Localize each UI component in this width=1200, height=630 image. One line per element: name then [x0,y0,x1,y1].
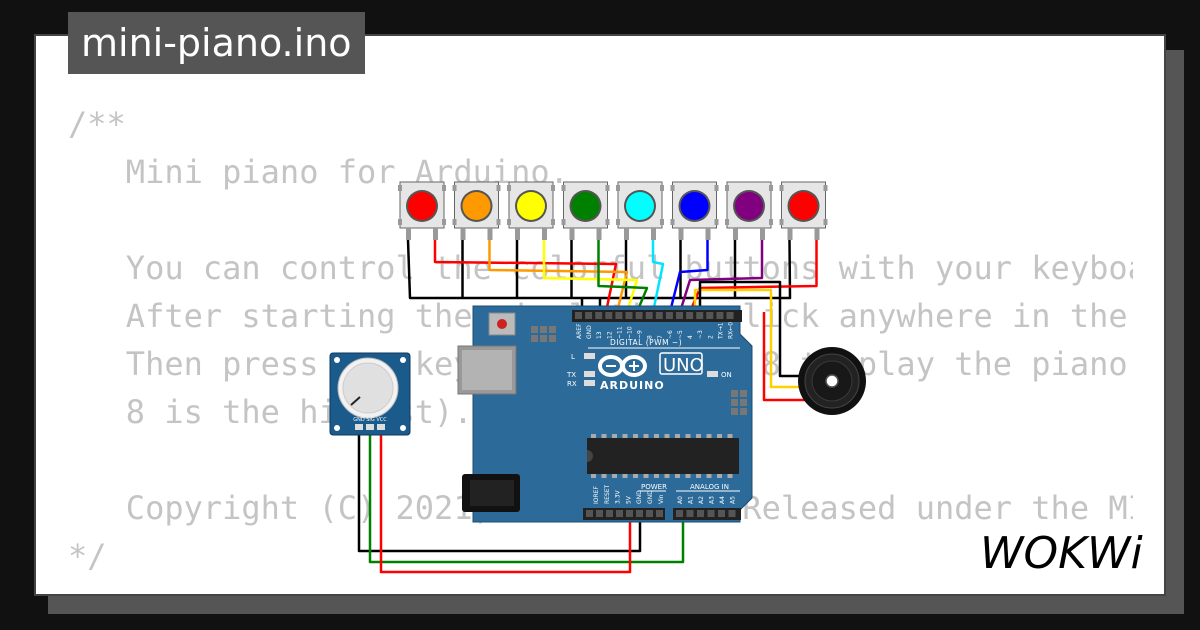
button-cap [735,192,763,220]
digital-pin-label: ~6 [667,330,674,339]
analog-label: ANALOG IN [690,483,729,491]
piano-button[interactable] [670,181,719,240]
analog-pin-label: A2 [698,496,705,504]
led-rx [584,380,595,386]
digital-label: DIGITAL (PWM ~) [610,338,682,347]
piano-buttons[interactable] [398,181,828,240]
analog-pin-label: A3 [709,496,716,504]
power-pin-label: GND [636,490,643,504]
digital-pin-label: AREF [576,323,583,339]
analog-pin-label: A4 [719,496,726,504]
power-pin-label: Vin [658,494,665,504]
digital-pin-label: 13 [596,331,603,339]
led-l-label: L [571,353,575,361]
piano-button[interactable] [725,181,773,240]
digital-pin-label: ~11 [616,326,623,339]
power-pin-label: 5V [625,495,632,504]
digital-pin-label: TX→1 [717,322,724,340]
led-rx-label: RX [567,380,577,388]
digital-pin-label: ~9 [637,330,644,339]
pot-pin-labels: GND SIG VCC [353,417,387,423]
file-name-tab[interactable]: mini-piano.ino [68,12,365,74]
led-tx-label: TX [566,371,576,379]
digital-pin-label: ~5 [677,330,684,339]
piano-button[interactable] [561,181,610,240]
arduino-logo [598,355,647,377]
analog-pin-label: A1 [688,496,695,504]
led-on [707,371,718,377]
power-pin-label: RESET [604,484,611,504]
power-pin-label: 3.3V [615,489,622,504]
arduino-model: UNO [663,355,704,376]
piano-button[interactable] [616,181,664,240]
button-cap [408,192,436,220]
piano-button[interactable] [452,181,501,240]
power-label: POWER [641,483,667,491]
led-tx [584,371,595,377]
piano-button[interactable] [398,181,446,240]
reset-button-cap [497,319,507,329]
code-line: /** [68,105,126,143]
digital-pin-label: RX←0 [728,322,735,339]
code-line: */ [68,537,107,575]
button-cap [462,192,491,220]
wokwi-logo: WOKWi [980,528,1143,578]
button-cap [789,192,818,220]
button-cap [626,192,654,220]
wires [357,239,818,574]
digital-pin-label: GND [586,325,593,339]
atmega-chip [587,434,739,478]
potentiometer[interactable]: GND SIG VCC [329,352,411,436]
button-cap [517,192,545,220]
wokwi-logo-text: WOKWi [980,528,1143,578]
digital-pin-label: ~10 [627,326,634,339]
power-pin-label: GND [647,490,654,504]
led-l [584,353,595,359]
buzzer[interactable] [798,347,866,415]
digital-pin-label: 12 [606,331,613,339]
button-cap [680,192,709,220]
analog-pin-label: A5 [730,496,737,504]
piano-button[interactable] [507,181,555,240]
digital-pin-label: 4 [687,335,694,339]
digital-pin-label: ~3 [697,330,704,339]
led-on-label: ON [721,371,732,379]
knob-indicator [350,396,361,406]
analog-pin-label: A0 [677,496,684,504]
digital-pin-label: 8 [647,335,654,339]
digital-pin-label: 7 [657,335,664,339]
arduino-brand: ARDUINO [600,379,665,392]
piano-button[interactable] [779,181,828,240]
button-cap [571,192,600,220]
power-pin-label: IOREF [593,486,600,504]
digital-pin-label: 2 [707,335,714,339]
